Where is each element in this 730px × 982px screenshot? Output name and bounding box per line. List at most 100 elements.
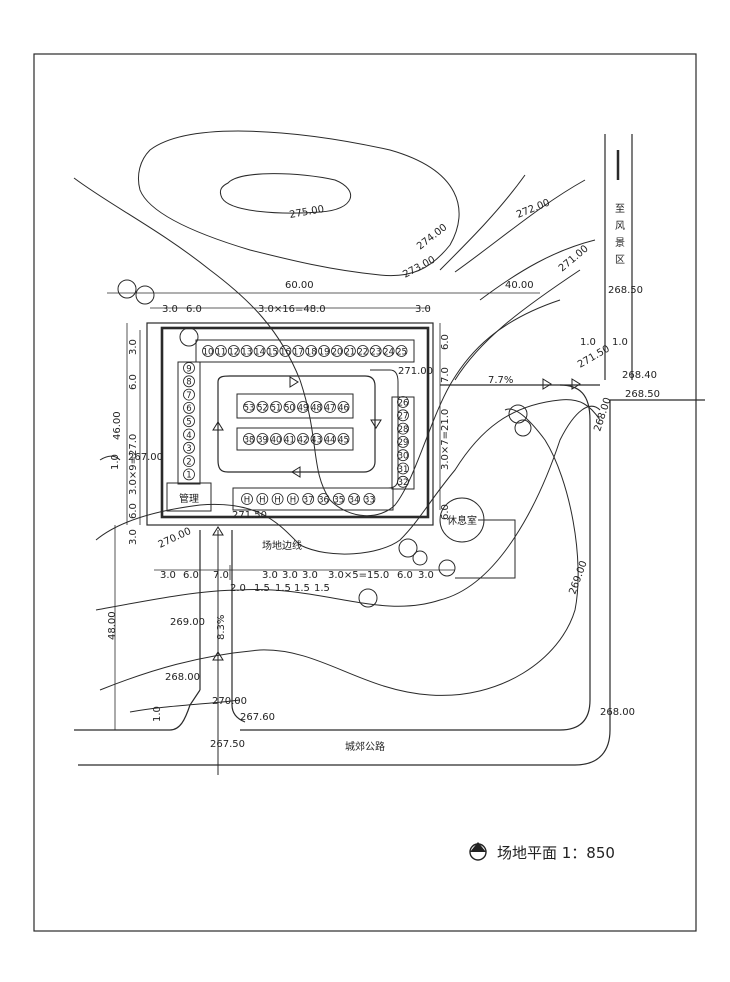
stall-number: 8 bbox=[186, 378, 191, 388]
parking-stall bbox=[397, 449, 409, 462]
flow-arrows bbox=[212, 376, 581, 661]
contour-label: 271.50 bbox=[232, 510, 267, 521]
elevation-label: 268.40 bbox=[622, 370, 657, 381]
parking-outline bbox=[160, 326, 430, 519]
contour-label: 267.00 bbox=[128, 452, 163, 463]
stall-number: 50 bbox=[284, 403, 295, 413]
stall-number: 43 bbox=[311, 435, 322, 445]
parking-stall bbox=[183, 441, 195, 454]
dimension-label: 2.0 bbox=[230, 583, 246, 594]
stall-number: 53 bbox=[244, 403, 255, 413]
parking-stall bbox=[214, 345, 227, 357]
contour-label: 270.00 bbox=[212, 696, 247, 707]
parking-stall bbox=[183, 388, 195, 401]
dimension-label: 3.0×9=27.0 bbox=[128, 434, 139, 495]
stall-number: H bbox=[244, 495, 250, 505]
contour-label: 274.00 bbox=[415, 222, 449, 252]
parking-stall bbox=[270, 401, 282, 413]
parking-stall bbox=[397, 409, 409, 422]
dimension-label: 1.5 bbox=[294, 583, 310, 594]
parking-stall bbox=[271, 493, 284, 505]
dimension-label: 1.5 bbox=[314, 583, 330, 594]
slope-label: 7.7% bbox=[488, 375, 513, 386]
contour-label: 271.00 bbox=[557, 243, 591, 274]
stall-number: 21 bbox=[344, 347, 355, 357]
north-arrow-icon bbox=[469, 842, 487, 861]
parking-stall bbox=[324, 401, 336, 413]
parking-stall bbox=[183, 415, 195, 428]
stall-number: 40 bbox=[271, 435, 282, 445]
dimension-label: 3.0×16=48.0 bbox=[258, 304, 326, 315]
stall-number: 35 bbox=[333, 495, 344, 505]
parking-stall bbox=[279, 345, 292, 357]
parking-stall bbox=[183, 468, 195, 481]
dimension-label: 1.5 bbox=[254, 583, 270, 594]
parking-stall bbox=[256, 401, 269, 413]
stall-number: 14 bbox=[254, 347, 265, 357]
stall-number: 34 bbox=[349, 495, 360, 505]
parking-stall bbox=[310, 433, 323, 445]
parking-stall bbox=[382, 345, 395, 357]
dimension-label: 46.00 bbox=[112, 411, 123, 440]
parking-stall bbox=[183, 375, 195, 388]
parking-stall bbox=[256, 493, 269, 505]
parking-stall bbox=[317, 493, 330, 505]
contour-lines bbox=[73, 130, 601, 713]
parking-stall bbox=[283, 401, 296, 413]
stall-number: 6 bbox=[186, 404, 191, 414]
parking-stall bbox=[292, 345, 305, 357]
parking-stall bbox=[305, 345, 318, 357]
parking-stall bbox=[395, 345, 408, 357]
dimension-label: 1.5 bbox=[275, 583, 291, 594]
elevation-label: 267.50 bbox=[210, 739, 245, 750]
dimension-label: 3.0 bbox=[302, 570, 318, 581]
parking-stall bbox=[256, 433, 269, 445]
parking-stall bbox=[397, 422, 409, 435]
stall-number: 31 bbox=[398, 465, 409, 475]
parking-stall bbox=[266, 345, 279, 357]
parking-stall bbox=[183, 401, 195, 414]
stall-number: 23 bbox=[370, 347, 381, 357]
stall-number: 28 bbox=[398, 425, 409, 435]
parking-stall bbox=[183, 362, 195, 374]
dimension-label: 6.0 bbox=[128, 503, 139, 519]
parking-stall bbox=[331, 345, 343, 357]
stall-number: 7 bbox=[186, 391, 191, 401]
contour-label: 271.00 bbox=[398, 366, 433, 377]
parking-stall bbox=[337, 401, 350, 413]
parking-lot bbox=[146, 322, 516, 579]
stall-number: 16 bbox=[280, 347, 291, 357]
parking-stall bbox=[369, 345, 382, 357]
stall-number: 38 bbox=[244, 435, 255, 445]
contour-label: 269.00 bbox=[170, 617, 205, 628]
contour-label: 270.00 bbox=[157, 526, 193, 551]
elevation-label: 268.50 bbox=[608, 285, 643, 296]
parking-stall bbox=[183, 455, 195, 468]
parking-stall bbox=[397, 396, 409, 408]
stall-number: 44 bbox=[325, 435, 336, 445]
dimension-label: 3.0 bbox=[262, 570, 278, 581]
stall-number: 27 bbox=[398, 412, 409, 422]
stall-number: 30 bbox=[398, 452, 409, 462]
dimension-label: 1.0 bbox=[612, 337, 628, 348]
stall-number: 42 bbox=[298, 435, 309, 445]
dimension-label: 3.0 bbox=[160, 570, 176, 581]
stall-number: 20 bbox=[332, 347, 343, 357]
parking-stall bbox=[297, 433, 309, 445]
parking-stall bbox=[227, 345, 240, 357]
to-scenic-label: 景 bbox=[615, 237, 625, 249]
stall-number: 2 bbox=[186, 457, 191, 467]
stall-number: 5 bbox=[186, 418, 191, 428]
dimension-label: 6.0 bbox=[183, 570, 199, 581]
stall-number: 17 bbox=[293, 347, 304, 357]
parking-stall bbox=[241, 493, 253, 505]
dimension-label: 60.00 bbox=[285, 280, 314, 291]
rest-room-label: 休息室 bbox=[447, 514, 477, 527]
stall-number: 3 bbox=[186, 444, 191, 454]
stall-number: 22 bbox=[357, 347, 368, 357]
stall-number: 26 bbox=[398, 398, 409, 408]
parking-stall bbox=[240, 345, 253, 357]
stall-number: 19 bbox=[319, 347, 330, 357]
stall-number: 10 bbox=[203, 347, 214, 357]
stall-number: H bbox=[259, 495, 265, 505]
